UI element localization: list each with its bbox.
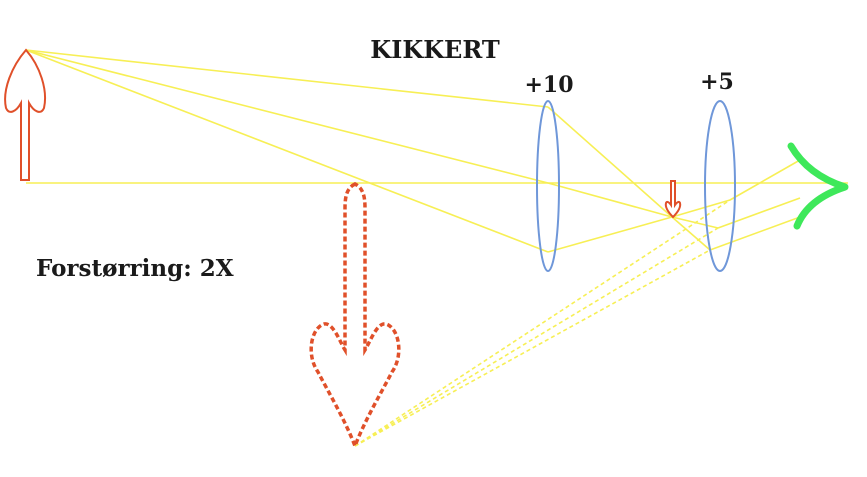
light-rays: [25, 49, 848, 253]
ray-bottom-to-objective: [25, 49, 549, 253]
virtual-rays: [354, 199, 731, 447]
ray-refracted-top: [547, 106, 673, 218]
ray-refracted-bottom: [547, 216, 673, 253]
diagram-title: KIKKERT: [370, 35, 500, 64]
ray-to-eyepiece-top: [671, 216, 711, 251]
eyepiece-lens: [704, 100, 736, 272]
ray-top-to-objective: [25, 49, 549, 108]
object-arrow-icon: [4, 48, 46, 181]
eyepiece-lens-label: +5: [700, 69, 734, 95]
ray-eyepiece-to-eye-2: [717, 197, 801, 229]
ray-center-through-objective: [25, 49, 549, 184]
magnification-label: Forstørring: 2X: [36, 255, 234, 282]
virtual-ray-1: [354, 249, 711, 447]
ray-to-eyepiece-bottom: [671, 199, 731, 218]
ray-eyepiece-to-eye-1: [709, 216, 801, 251]
real-image-arrow-icon: [664, 180, 682, 219]
ray-refracted-center: [547, 182, 673, 218]
virtual-ray-3: [354, 199, 731, 447]
virtual-ray-2: [354, 227, 719, 447]
virtual-image-arrow-icon: [309, 182, 401, 451]
ray-eyepiece-to-eye-3: [729, 159, 801, 201]
objective-lens: [536, 100, 560, 272]
objective-lens-label: +10: [524, 72, 573, 98]
eye-icon: [787, 142, 849, 230]
